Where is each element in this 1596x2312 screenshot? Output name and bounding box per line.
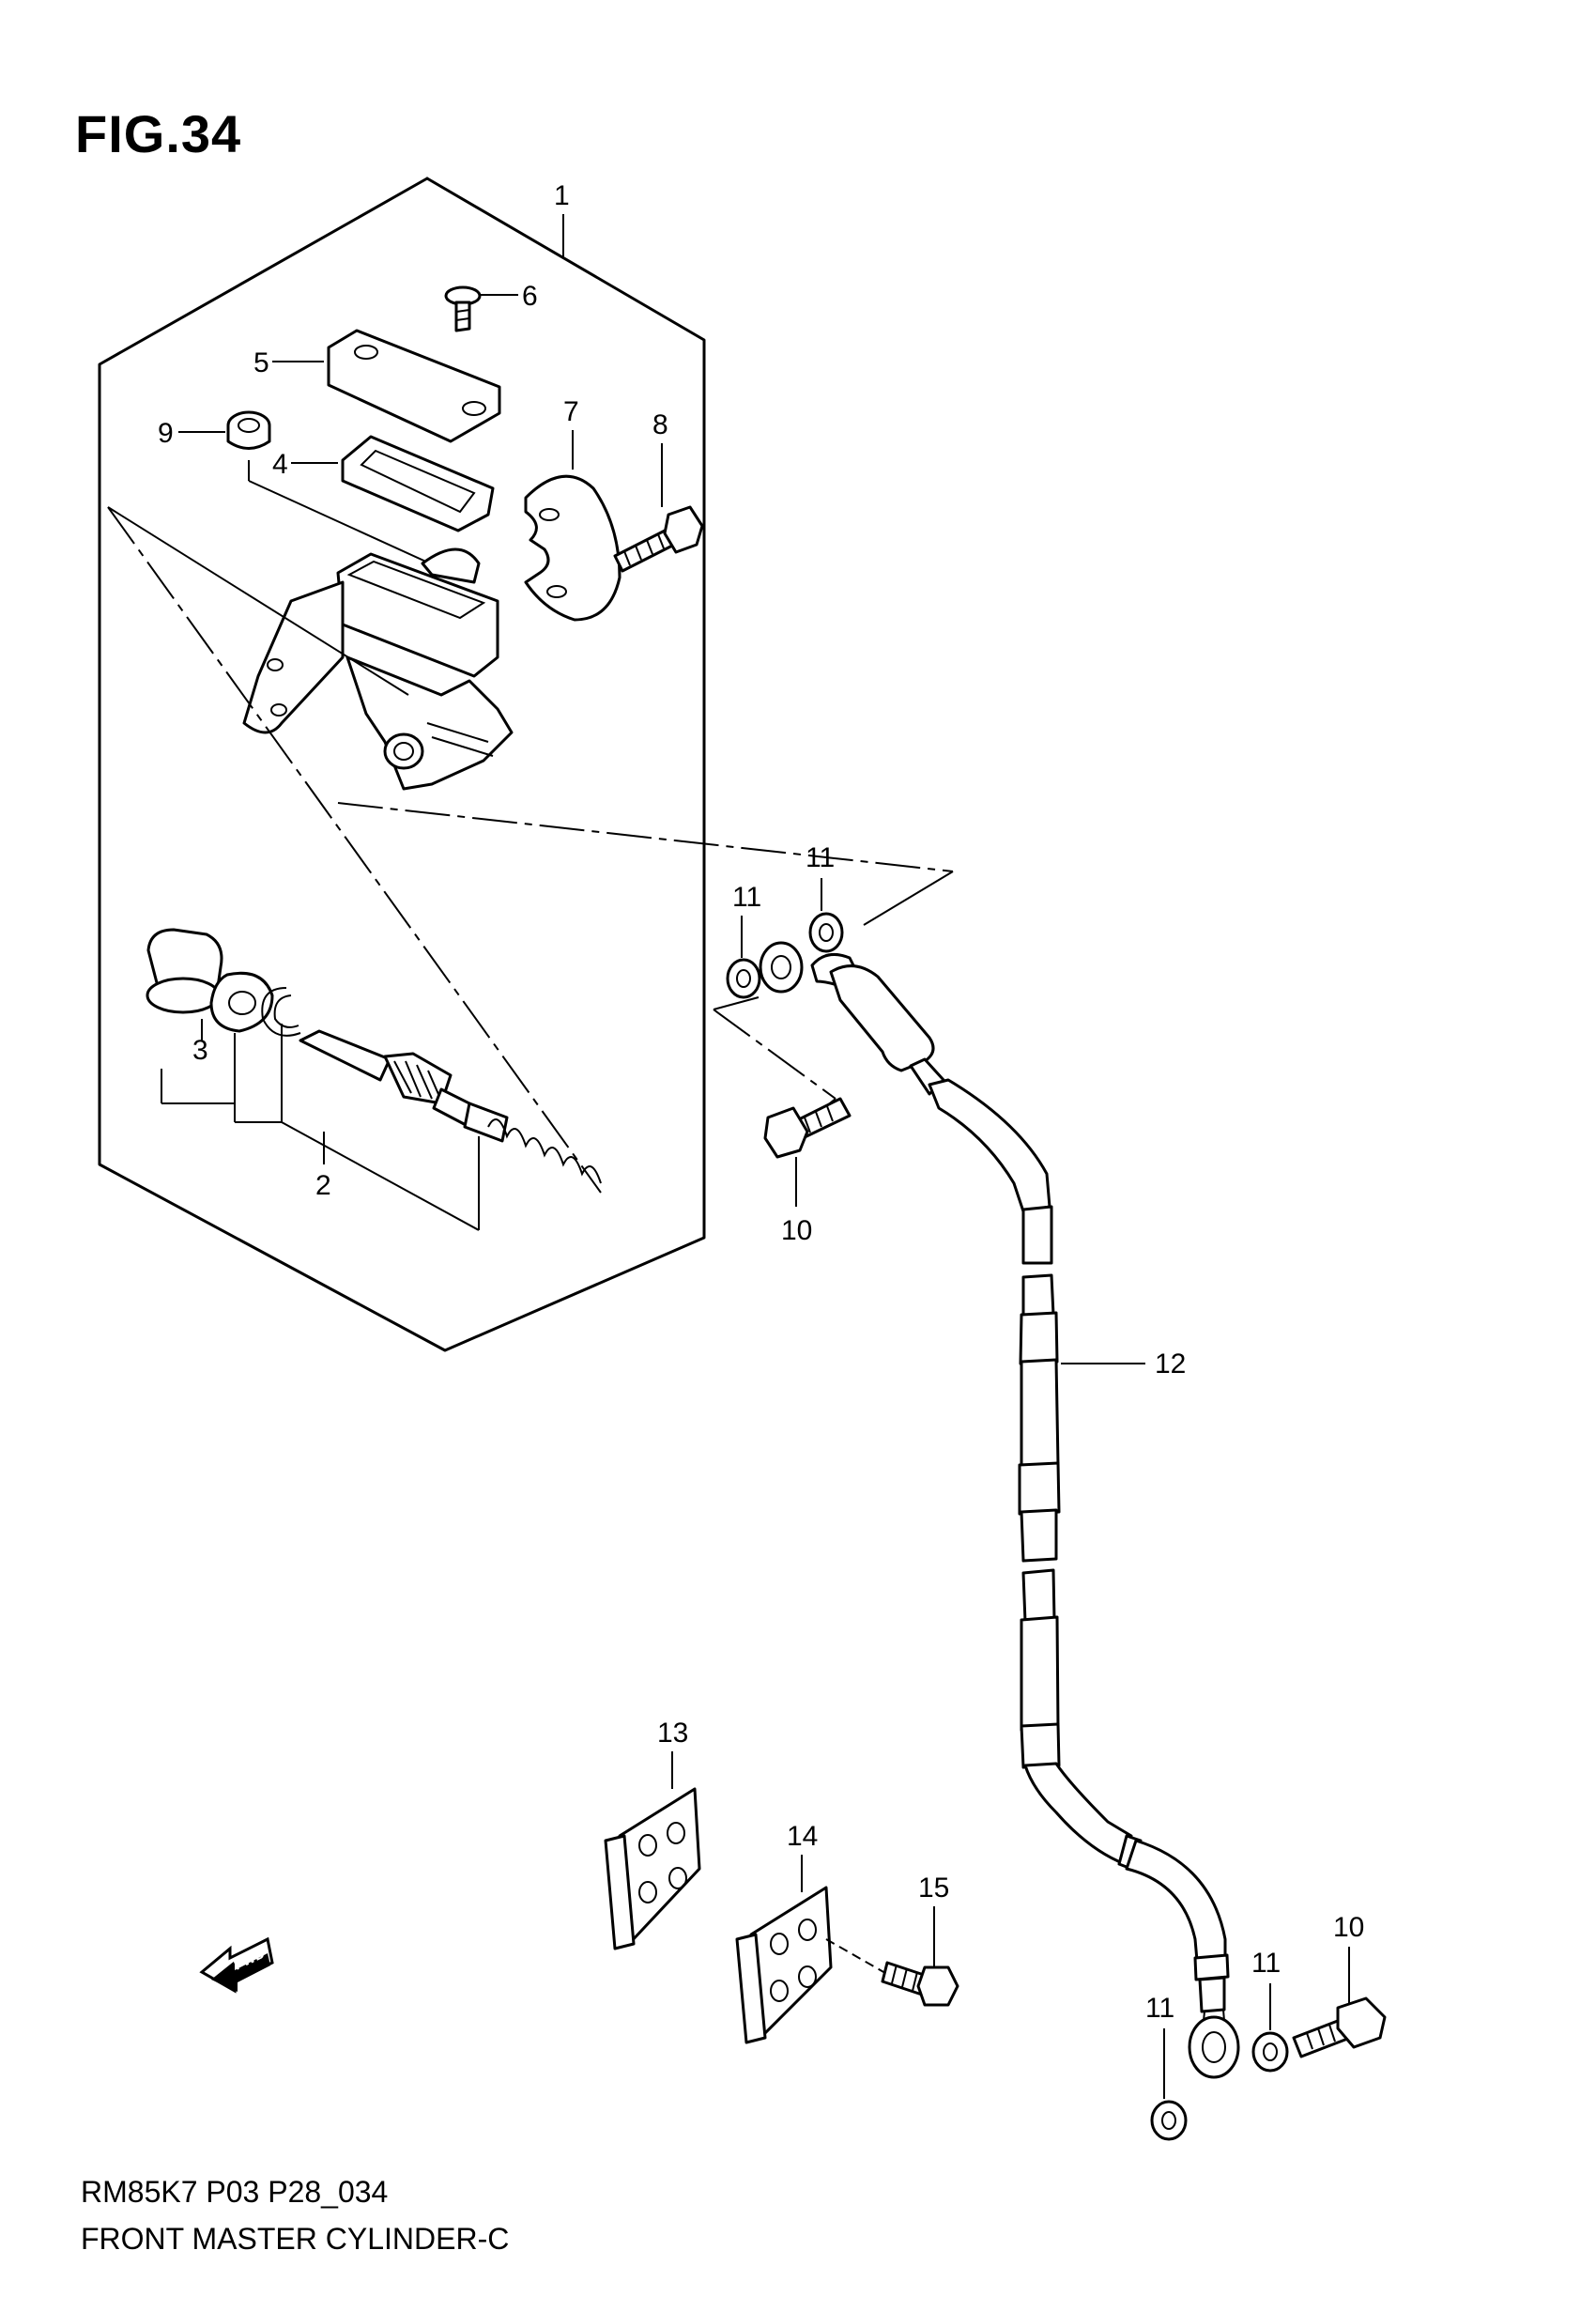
- part-5-cap: 5: [253, 329, 501, 443]
- svg-text:1: 1: [554, 180, 570, 211]
- figure-name: FRONT MASTER CYLINDER-C: [81, 2222, 510, 2256]
- svg-text:9: 9: [158, 418, 174, 449]
- svg-text:2: 2: [315, 1170, 331, 1201]
- svg-text:11: 11: [1251, 1948, 1281, 1979]
- svg-text:10: 10: [1333, 1912, 1364, 1943]
- svg-text:3: 3: [192, 1035, 208, 1066]
- svg-text:10: 10: [781, 1215, 812, 1246]
- part-8-bolt: 8: [613, 409, 704, 573]
- guide-lines: [107, 506, 954, 1194]
- part-14-bracket: 14: [735, 1821, 833, 2044]
- svg-text:13: 13: [657, 1718, 688, 1749]
- svg-text:12: 12: [1155, 1349, 1186, 1379]
- washers-bottom: 11 11: [1145, 1948, 1289, 2141]
- svg-text:7: 7: [563, 396, 579, 427]
- svg-text:8: 8: [652, 409, 668, 440]
- part-13-bracket: 13: [604, 1718, 701, 1950]
- part-7-clamp: 7: [524, 396, 622, 622]
- svg-text:4: 4: [272, 449, 288, 480]
- figure-code: RM85K7 P03 P28_034: [81, 2175, 389, 2209]
- svg-text:11: 11: [806, 842, 835, 873]
- part-10-banjo-bolt-bottom: 10: [1292, 1912, 1387, 2058]
- part-10-banjo-bolt-top: 10: [763, 1097, 852, 1246]
- svg-text:5: 5: [253, 347, 269, 378]
- part-4-diaphragm: 4: [272, 435, 495, 532]
- washers-top: 11 11: [726, 842, 844, 999]
- svg-text:15: 15: [918, 1873, 949, 1904]
- svg-text:14: 14: [787, 1821, 818, 1852]
- part-6-screw: 6: [444, 281, 538, 332]
- part-9-boot: 9: [158, 410, 452, 574]
- svg-text:11: 11: [732, 882, 761, 913]
- part-15-bolt: 15: [825, 1873, 959, 2007]
- part-12-brake-hose: 12: [810, 952, 1240, 2079]
- callout-1: 1: [554, 180, 570, 258]
- master-cylinder-body: [242, 547, 514, 791]
- piston-kit: 3 2: [146, 928, 602, 1231]
- figure-title: FIG.34: [75, 104, 242, 163]
- svg-text:6: 6: [522, 281, 538, 312]
- fwd-arrow-icon: FWD: [199, 1936, 274, 1994]
- svg-text:11: 11: [1145, 1993, 1174, 2024]
- assembly-boundary: [98, 177, 706, 1352]
